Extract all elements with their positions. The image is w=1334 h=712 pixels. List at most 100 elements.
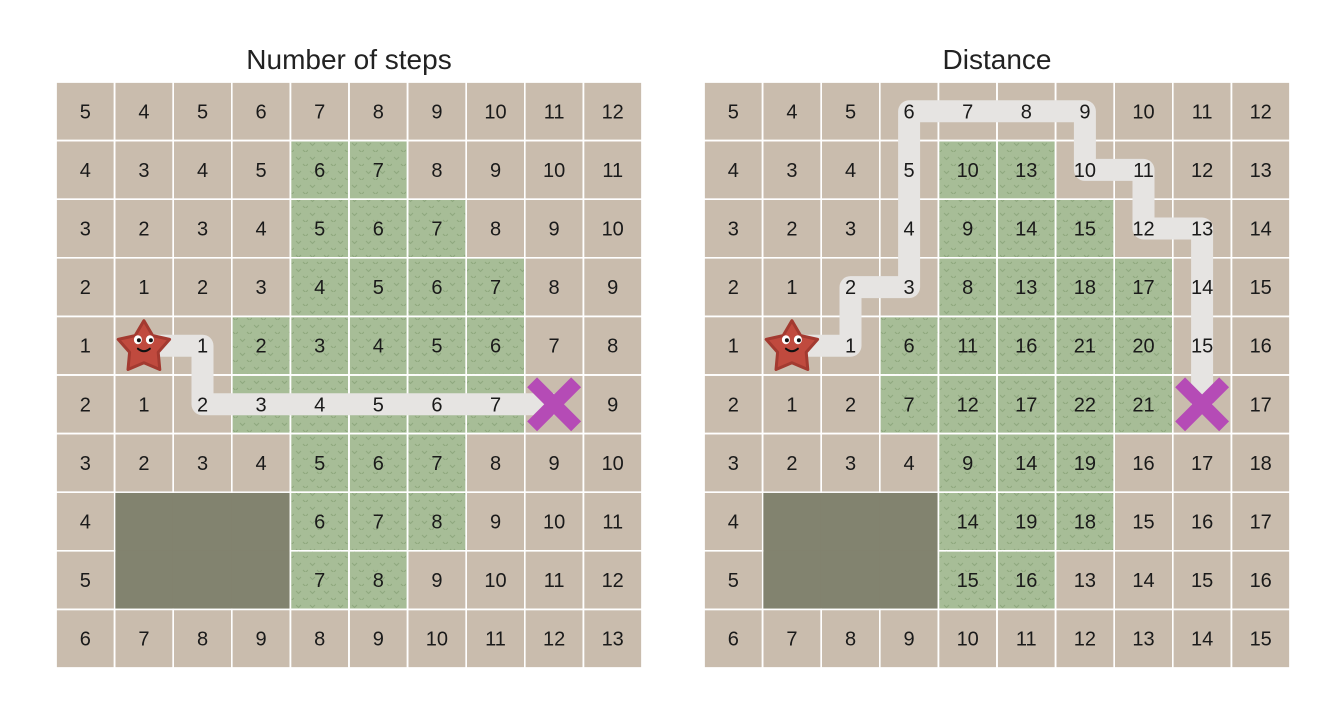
cell-value: 12 — [543, 629, 565, 651]
cell-value: 16 — [1015, 570, 1037, 592]
forest-cell — [996, 198, 1057, 259]
right-panel-title: Distance — [942, 44, 1052, 75]
cell-value: 12 — [602, 101, 624, 123]
cell-value: 13 — [1191, 219, 1213, 241]
cell-value: 7 — [904, 394, 915, 416]
cell-value: 4 — [314, 394, 325, 416]
cell-value: 3 — [138, 160, 149, 182]
cell-value: 7 — [490, 394, 501, 416]
cell-value: 4 — [256, 453, 267, 475]
cell-value: 17 — [1191, 453, 1213, 475]
cell-value: 9 — [962, 219, 973, 241]
plain-cell — [55, 432, 116, 493]
cell-value: 17 — [1132, 277, 1154, 299]
left-panel-title: Number of steps — [246, 44, 452, 75]
star-creature-icon — [764, 319, 820, 372]
cell-value: 20 — [1132, 336, 1154, 358]
plain-cell — [582, 81, 643, 142]
plain-cell — [113, 139, 174, 200]
cell-value: 5 — [904, 160, 915, 182]
cell-value: 4 — [197, 160, 208, 182]
cell-value: 5 — [256, 160, 267, 182]
cell-value: 13 — [1015, 277, 1037, 299]
cell-value: 10 — [957, 629, 979, 651]
cell-value: 2 — [786, 219, 797, 241]
forest-cell — [996, 139, 1057, 200]
cell-value: 7 — [373, 512, 384, 534]
plain-cell — [1230, 550, 1291, 611]
cell-value: 16 — [1191, 512, 1213, 534]
cell-value: 9 — [607, 394, 618, 416]
cell-value: 19 — [1074, 453, 1096, 475]
cell-value: 3 — [197, 453, 208, 475]
cell-value: 10 — [426, 629, 448, 651]
cell-value: 1 — [197, 336, 208, 358]
cell-value: 13 — [1250, 160, 1272, 182]
plain-cell — [761, 198, 822, 259]
forest-cell — [1054, 315, 1115, 376]
cell-value: 18 — [1074, 277, 1096, 299]
plain-cell — [582, 550, 643, 611]
cell-value: 14 — [1191, 277, 1213, 299]
cell-value: 4 — [80, 512, 91, 534]
forest-cell — [937, 257, 998, 318]
cell-value: 5 — [373, 394, 384, 416]
route-path — [143, 334, 555, 416]
cell-value: 5 — [314, 219, 325, 241]
plain-cell — [524, 139, 585, 200]
plain-cell — [1230, 139, 1291, 200]
cell-value: 9 — [549, 453, 560, 475]
cell-value: 5 — [197, 101, 208, 123]
cell-value: 7 — [314, 570, 325, 592]
cell-value: 8 — [490, 219, 501, 241]
cell-value: 15 — [957, 570, 979, 592]
cell-value: 15 — [1074, 219, 1096, 241]
cell-value: 2 — [845, 277, 856, 299]
cell-value: 15 — [1250, 277, 1272, 299]
cell-value: 7 — [138, 629, 149, 651]
cell-value: 16 — [1132, 453, 1154, 475]
cell-value: 7 — [373, 160, 384, 182]
plain-cell — [703, 550, 764, 611]
plain-cell — [1172, 139, 1233, 200]
cell-value: 11 — [1133, 160, 1154, 182]
cell-value: 4 — [728, 512, 739, 534]
cell-value: 2 — [728, 277, 739, 299]
cell-value: 4 — [904, 219, 915, 241]
cell-value: 5 — [373, 277, 384, 299]
plain-cell — [524, 315, 585, 376]
forest-cell — [937, 374, 998, 435]
cell-value: 3 — [845, 453, 856, 475]
cell-value: 15 — [1250, 629, 1272, 651]
cell-value: 6 — [373, 453, 384, 475]
rock-cell — [113, 550, 174, 611]
plain-cell — [703, 139, 764, 200]
cell-value: 13 — [602, 629, 624, 651]
plain-cell — [524, 491, 585, 552]
cell-value: 19 — [1015, 512, 1037, 534]
rock-cell — [113, 491, 174, 552]
cell-value: 3 — [314, 336, 325, 358]
plain-cell — [1172, 608, 1233, 669]
rock-cell — [879, 550, 940, 611]
forest-cell — [996, 257, 1057, 318]
cell-value: 11 — [1192, 101, 1213, 123]
cell-value: 7 — [549, 336, 560, 358]
cell-value: 2 — [138, 219, 149, 241]
cell-value: 13 — [1132, 629, 1154, 651]
cell-value: 22 — [1074, 394, 1096, 416]
plain-cell — [1230, 374, 1291, 435]
forest-cell — [937, 198, 998, 259]
cell-value: 9 — [256, 629, 267, 651]
cell-value: 17 — [1250, 512, 1272, 534]
cell-value: 3 — [80, 453, 91, 475]
cell-value: 15 — [1132, 512, 1154, 534]
cell-value: 3 — [786, 160, 797, 182]
plain-cell — [55, 608, 116, 669]
cell-value: 8 — [373, 101, 384, 123]
cell-value: 1 — [786, 394, 797, 416]
forest-cell — [1054, 491, 1115, 552]
cell-value: 9 — [904, 629, 915, 651]
cell-value: 10 — [957, 160, 979, 182]
plain-cell — [172, 198, 233, 259]
